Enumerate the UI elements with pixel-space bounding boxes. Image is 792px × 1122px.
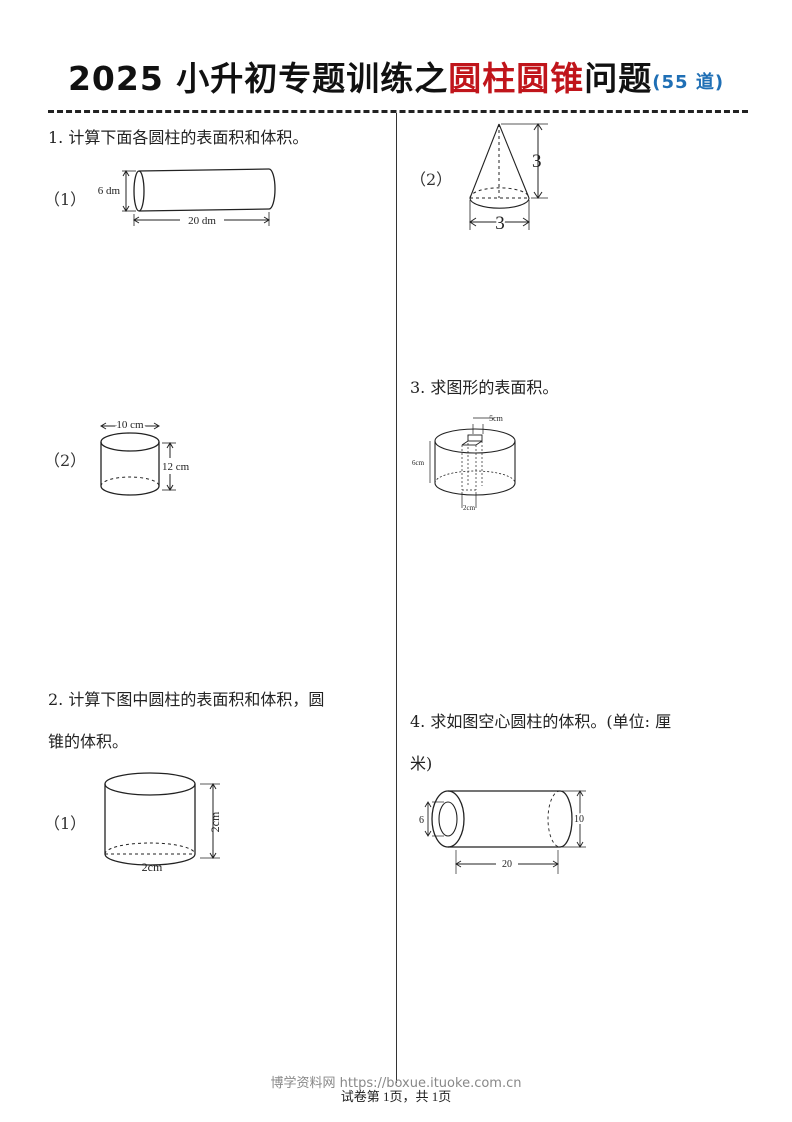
q3-cylinder-with-hole-figure: 5cm 6cm 2cm — [412, 414, 516, 512]
q1-cylinder-figure-2: 10 cm 12 cm — [100, 417, 190, 496]
q1-part1-height-label: 6 dm — [98, 185, 121, 197]
q3-side-label: 6cm — [412, 459, 425, 467]
title-count: (55 道) — [652, 72, 725, 93]
header-divider — [48, 110, 748, 113]
cone-diameter-label: 3 — [495, 213, 505, 234]
page-title: 2025 小升初专题训练之圆柱圆锥问题(55 道) — [0, 52, 792, 100]
cone-height-label: 3 — [532, 151, 542, 172]
q1-cont-part2-label: （2） — [410, 170, 453, 189]
q1-part1-label: （1） — [44, 190, 87, 209]
q2-diameter-label: 2cm — [142, 860, 163, 874]
q4-outer-label: 10 — [574, 814, 584, 825]
column-divider — [396, 113, 397, 1083]
title-suffix: 问题 — [584, 59, 653, 98]
question-1: 1. 计算下面各圆柱的表面积和体积。 — [48, 128, 309, 147]
q1-part2-label: （2） — [44, 451, 87, 470]
question-2-line2: 锥的体积。 — [48, 732, 129, 751]
q1-cone-figure: 3 3 — [469, 123, 548, 236]
q1-cylinder-figure-1: 6 dm 20 dm — [98, 168, 276, 227]
q3-bottom-label: 2cm — [463, 504, 476, 512]
q1-part2-diameter-label: 10 cm — [116, 419, 144, 431]
title-highlight: 圆柱圆锥 — [448, 59, 585, 98]
question-4-line1: 4. 求如图空心圆柱的体积。(单位: 厘 — [410, 712, 672, 731]
watermark: 博学资料网 https://boxue.ituoke.com.cn — [270, 1076, 522, 1091]
q3-top-label: 5cm — [489, 414, 504, 423]
q2-part1-label: （1） — [44, 814, 87, 833]
q1-part1-length-label: 20 dm — [188, 215, 216, 227]
q1-part2-height-label: 12 cm — [162, 461, 190, 473]
q2-cylinder-figure: 2cm 2cm — [104, 772, 222, 874]
title-prefix: 2025 小升初专题训练之 — [67, 59, 449, 98]
q2-height-label: 2cm — [208, 811, 222, 832]
q4-length-label: 20 — [502, 859, 512, 870]
q4-inner-label: 6 — [419, 815, 424, 826]
question-4-line2: 米) — [410, 754, 433, 773]
question-3: 3. 求图形的表面积。 — [410, 378, 559, 397]
q4-hollow-cylinder-figure: 6 10 20 — [419, 790, 586, 874]
page-footer: 试卷第 1页，共 1页 — [340, 1089, 452, 1104]
question-2-line1: 2. 计算下图中圆柱的表面积和体积，圆 — [48, 690, 325, 709]
